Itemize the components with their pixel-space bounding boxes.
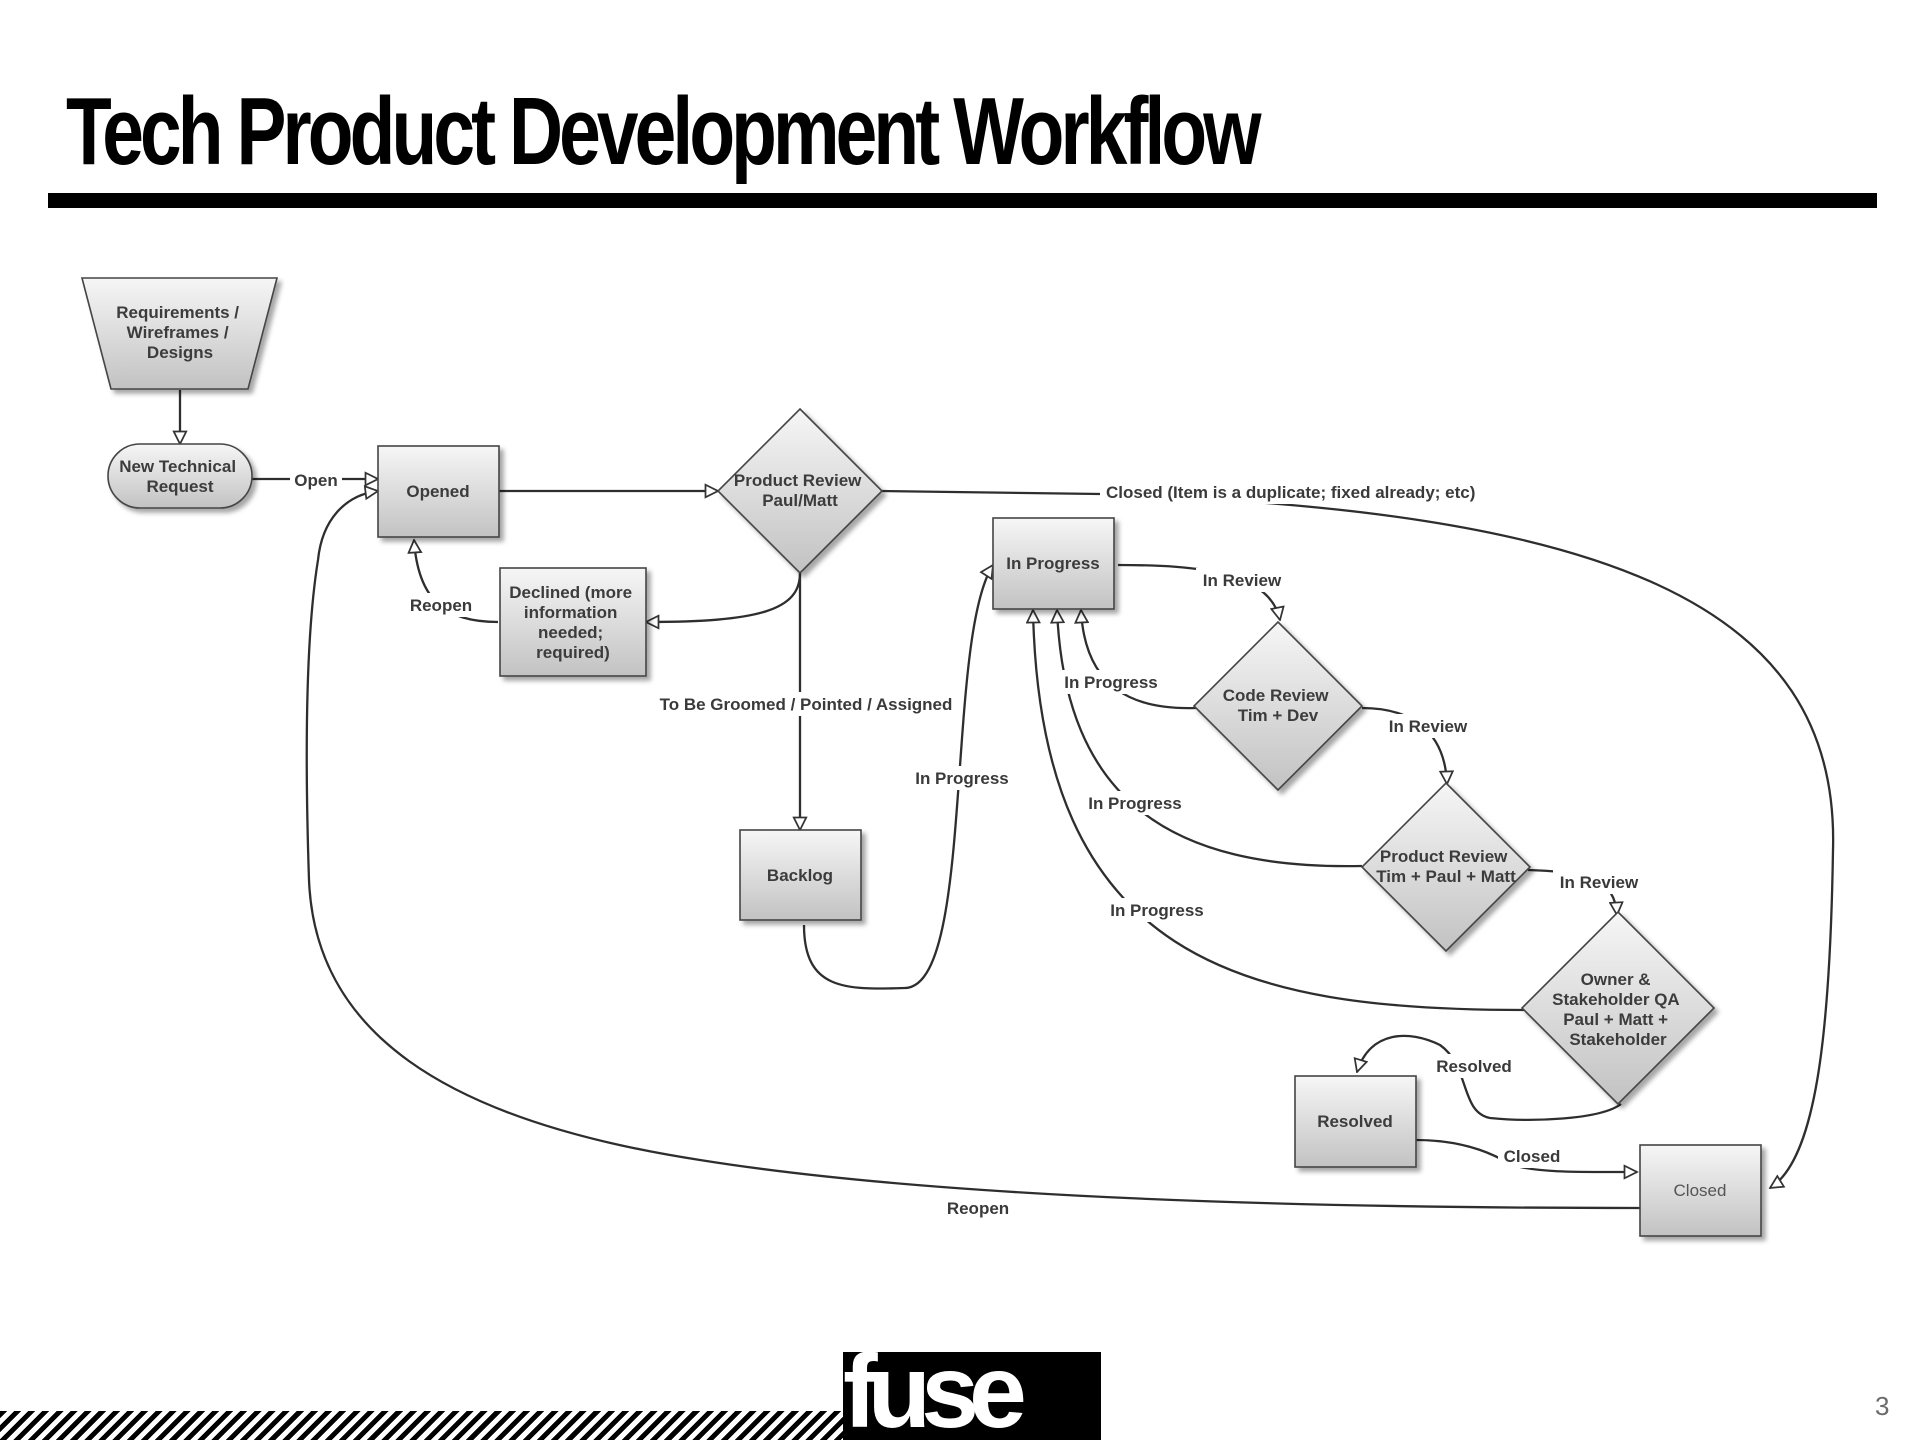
edge-label-open: Open	[294, 471, 337, 490]
node-product-review-tim-paul-matt: Product Review Tim + Paul + Matt	[1360, 781, 1532, 953]
node-closed: Closed	[1639, 1144, 1762, 1237]
edge-closed-duplicate	[879, 489, 1835, 1188]
fuse-logo-text: fuse	[843, 1352, 1027, 1440]
node-requirements: Requirements / Wireframes / Designs	[80, 277, 279, 390]
svg-text:Declined (more informati: Declined (more information needed; requi…	[509, 583, 637, 662]
node-opened: Opened	[377, 445, 500, 538]
svg-text:Product Review Tim + Pau: Product Review Tim + Paul + Matt	[1376, 847, 1516, 886]
edge-label-backlog-in-progress: In Progress	[915, 769, 1009, 788]
edge-label-in-progress-qa: In Progress	[1110, 901, 1204, 920]
svg-text:Requirements / Wireframe: Requirements / Wireframes / Designs	[116, 303, 244, 362]
node-code-review: Code Review Tim + Dev	[1192, 620, 1364, 792]
edge-closed-reopen	[305, 491, 1641, 1210]
edge-label-resolved: Resolved	[1436, 1057, 1512, 1076]
node-new-technical-request: New Technical Request	[107, 443, 253, 509]
edge-label-in-review-3: In Review	[1560, 873, 1639, 892]
edge-label-in-progress-code: In Progress	[1064, 673, 1158, 692]
svg-text:Resolved: Resolved	[1317, 1112, 1393, 1131]
edge-qa-to-inprogress	[1033, 610, 1525, 1012]
edge-label-in-progress-pr: In Progress	[1088, 794, 1182, 813]
node-resolved: Resolved	[1294, 1075, 1417, 1168]
page-number: 3	[1875, 1391, 1890, 1421]
svg-text:Product Review Paul/Matt: Product Review Paul/Matt	[734, 471, 866, 510]
svg-text:Opened: Opened	[406, 482, 469, 501]
svg-text:Code Review Tim + Dev: Code Review Tim + Dev	[1223, 686, 1334, 725]
node-product-review-paul-matt: Product Review Paul/Matt	[716, 407, 884, 575]
fuse-logo: fuse	[843, 1352, 1101, 1440]
edge-label-in-review-1: In Review	[1203, 571, 1282, 590]
edge-review-to-declined	[646, 572, 802, 622]
edge-label-closed-duplicate: Closed (Item is a duplicate; fixed alrea…	[1106, 483, 1475, 502]
edge-label-in-review-2: In Review	[1389, 717, 1468, 736]
node-backlog: Backlog	[739, 829, 862, 921]
svg-text:Owner & Stakeholder QA: Owner & Stakeholder QA Paul + Matt + Sta…	[1552, 970, 1684, 1049]
svg-text:In Progress: In Progress	[1006, 554, 1100, 573]
edge-label-closed: Closed	[1504, 1147, 1561, 1166]
node-declined: Declined (more information needed; requi…	[499, 567, 647, 677]
edge-label-to-be-groomed: To Be Groomed / Pointed / Assigned	[660, 695, 953, 714]
node-owner-stakeholder-qa: Owner & Stakeholder QA Paul + Matt + Sta…	[1520, 910, 1716, 1106]
slide-title: Tech Product Development Workflow	[66, 78, 1261, 185]
svg-text:Backlog: Backlog	[767, 866, 833, 885]
edge-qa-to-resolved	[1357, 1034, 1622, 1121]
edge-label-reopen-closed: Reopen	[947, 1199, 1009, 1218]
title-rule	[48, 193, 1877, 208]
node-in-progress: In Progress	[992, 517, 1115, 610]
footer-stripes	[0, 1411, 843, 1440]
edge-label-open-bg	[290, 467, 342, 491]
edge-label-reopen-declined: Reopen	[410, 596, 472, 615]
svg-text:New Technical Request: New Technical Request	[119, 457, 241, 496]
svg-text:Closed: Closed	[1674, 1181, 1727, 1200]
edge-backlog-to-inprogress	[802, 565, 993, 990]
